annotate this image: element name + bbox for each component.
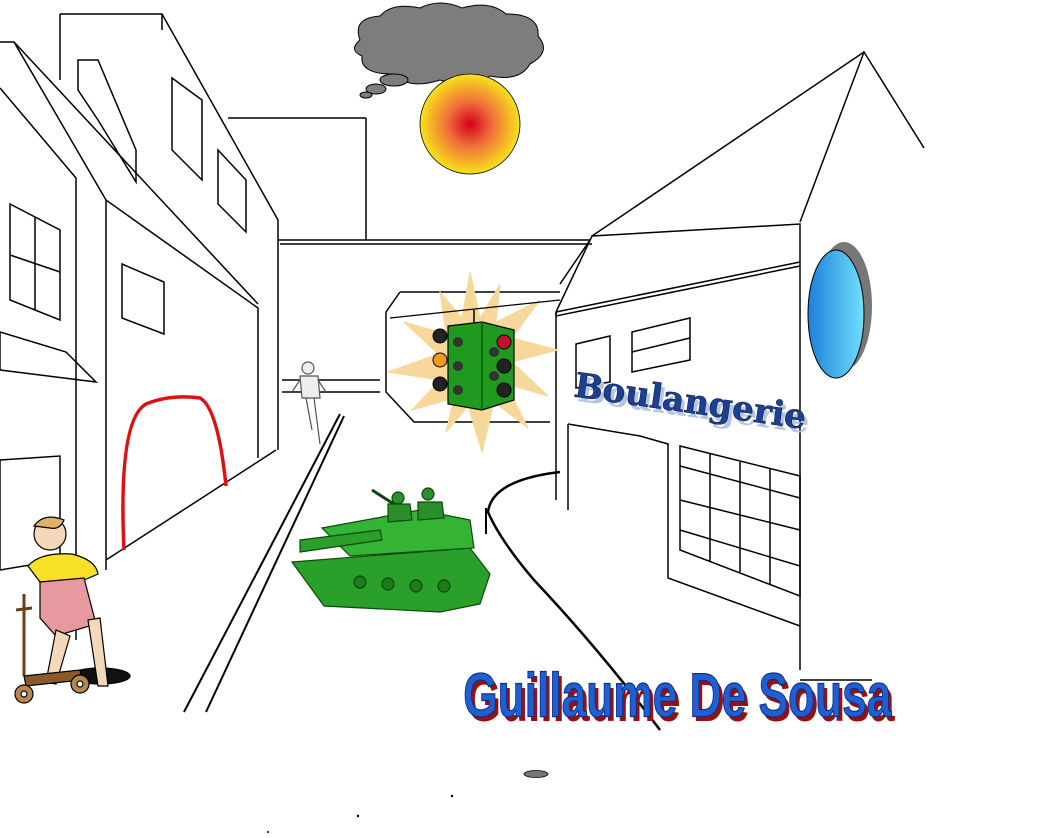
- sun-icon: [419, 73, 521, 175]
- left-front-building: [0, 41, 277, 640]
- jogger-icon: [291, 361, 327, 445]
- author-name-text: Guillaume De Sousa: [463, 661, 892, 730]
- child-on-scooter-icon: [14, 516, 131, 704]
- traffic-light-icon: [387, 271, 561, 454]
- cloud-icon: [354, 2, 544, 99]
- red-arch-doorway: [121, 395, 228, 551]
- manhole: [523, 770, 549, 778]
- oval-window-icon: [807, 242, 872, 379]
- svg-text:Guillaume De Sousa: Guillaume De Sousa: [467, 666, 896, 735]
- left-back-building: [59, 13, 367, 450]
- street: [183, 413, 661, 731]
- right-building: [555, 50, 925, 681]
- tank-icon: [290, 487, 491, 613]
- shop-sign-text: Boulangerie: [572, 366, 809, 438]
- author-name: Guillaume De Sousa Guillaume De Sousa: [463, 661, 896, 735]
